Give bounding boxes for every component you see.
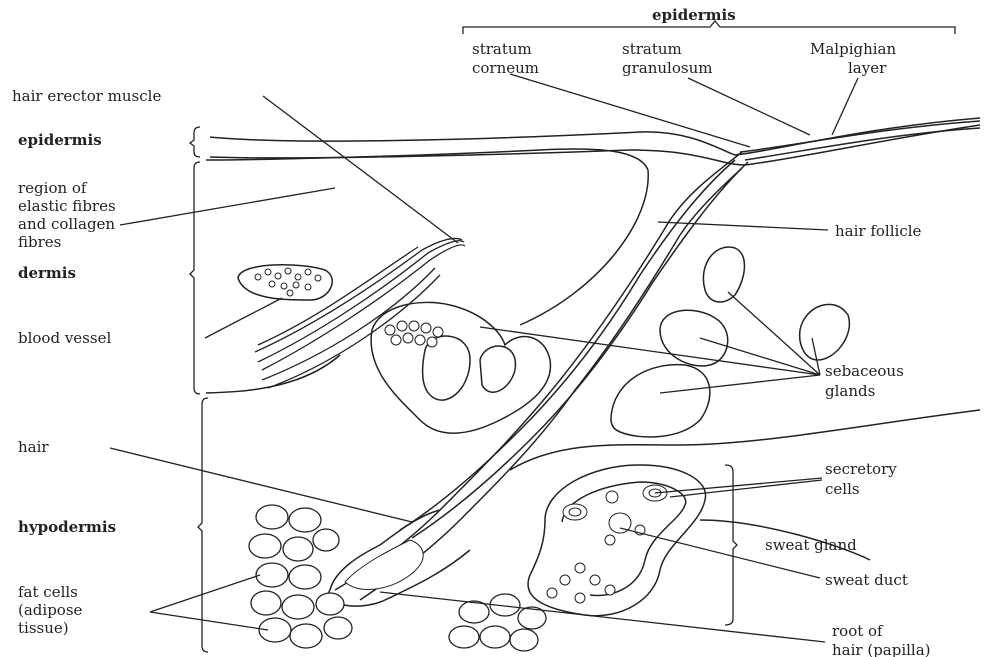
sebaceous-glands-right	[611, 247, 849, 437]
label-secretory-cells: secretory cells	[825, 460, 902, 498]
label-sebaceous-glands: sebaceous glands	[825, 362, 909, 400]
label-epidermis-top: epidermis	[652, 6, 736, 24]
label-hair-erector-muscle: hair erector muscle	[12, 87, 161, 105]
label-root-of-hair: root of hair (papilla)	[832, 622, 931, 657]
labels: epidermis stratum corneum stratum granul…	[12, 6, 931, 657]
hair-erector-muscle	[255, 238, 465, 388]
label-elastic-region: region of elastic fibres and collagen fi…	[18, 179, 120, 251]
label-fat-cells: fat cells (adipose tissue)	[18, 583, 87, 637]
dermis-region-outline	[206, 149, 648, 393]
left-brackets	[190, 127, 208, 652]
label-dermis: dermis	[18, 264, 76, 282]
label-stratum-granulosum: stratum granulosum	[622, 40, 712, 77]
label-epidermis-side: epidermis	[18, 131, 102, 149]
label-hair: hair	[18, 438, 49, 456]
label-blood-vessel: blood vessel	[18, 329, 111, 347]
label-malpighian-layer: Malpighian layer	[810, 40, 901, 77]
sebaceous-gland-main	[371, 302, 550, 433]
blood-vessel	[238, 265, 332, 300]
label-hypodermis: hypodermis	[18, 518, 116, 536]
dermis-hypodermis-boundary	[510, 410, 980, 470]
label-stratum-corneum: stratum corneum	[472, 40, 539, 77]
sweat-gland-bracket	[725, 465, 737, 625]
label-sweat-duct: sweat duct	[825, 571, 908, 589]
hair-follicle	[328, 152, 748, 606]
label-hair-follicle: hair follicle	[835, 222, 922, 240]
label-sweat-gland: sweat gland	[765, 536, 857, 554]
